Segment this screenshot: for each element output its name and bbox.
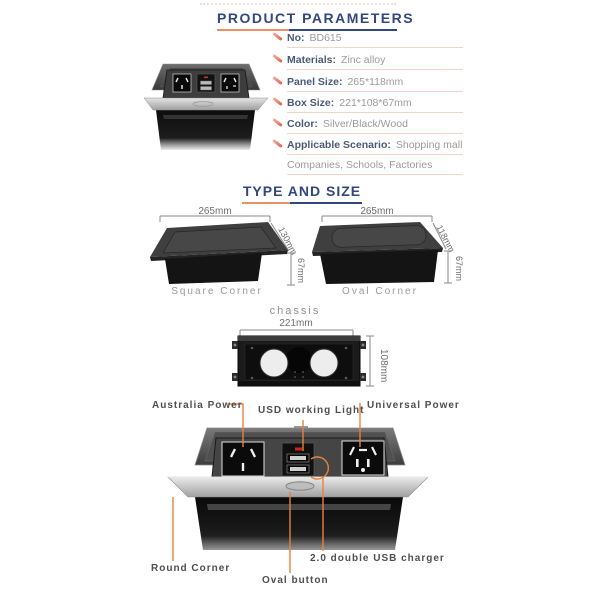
param-label: Materials: <box>287 54 337 66</box>
box-ridge <box>207 504 391 510</box>
chassis-hole-left <box>259 348 289 378</box>
square-height-dim: 67mm <box>296 258 306 283</box>
oval-button-icon <box>192 101 214 107</box>
oval-height-dim: 67mm <box>454 256 464 281</box>
param-row-scenario-cont: Companies, Schools, Factories <box>287 159 463 175</box>
oval-lid-seam <box>331 225 427 248</box>
pen-mark-icon <box>272 96 283 107</box>
chassis-height-dim: 108mm <box>378 349 389 382</box>
oval-button <box>285 481 315 491</box>
callout-circle-usb <box>310 456 330 480</box>
center-hump <box>286 347 312 373</box>
chassis-diagram: chassis 221mm 108mm <box>232 305 389 387</box>
width-dim-bracket <box>239 329 354 336</box>
right-socket-icon <box>220 73 240 93</box>
row-underline <box>287 47 463 48</box>
oval-corner-diagram: 265mm 118mm 67mm Oval Corner <box>312 206 464 297</box>
callout-lines <box>172 403 361 573</box>
depth-dim-line <box>270 222 290 252</box>
oval-corner-caption: Oval Corner <box>342 286 418 297</box>
param-row-box-size: Box Size: 221*108*67mm <box>272 96 463 113</box>
param-value: Silver/Black/Wood <box>322 118 408 130</box>
height-dim-bracket <box>366 335 374 387</box>
product-photo-small <box>143 63 269 150</box>
label-oval-button: Oval button <box>262 575 329 586</box>
param-value: 265*118mm <box>347 76 404 88</box>
width-dim-bracket <box>159 215 271 222</box>
callout-line-australia-power <box>228 403 244 447</box>
row-underline <box>287 133 463 134</box>
param-row-color: Color: Silver/Black/Wood <box>272 117 463 134</box>
oval-width-dim: 265mm <box>360 206 393 217</box>
row-underline <box>287 69 463 70</box>
param-label: Color: <box>287 118 318 130</box>
row-underline <box>287 174 463 175</box>
row-underline <box>287 91 463 92</box>
label-universal-power: Universal Power <box>367 400 460 411</box>
section-title-type-size: TYPE AND SIZE <box>242 183 362 204</box>
height-dim-bracket <box>287 252 295 286</box>
param-value: Companies, Schools, Factories <box>287 159 433 171</box>
label-australia-power: Australia Power <box>152 400 243 411</box>
param-value: BD615 <box>309 32 342 44</box>
pen-mark-icon <box>272 138 283 149</box>
section-title-parameters: PRODUCT PARAMETERS <box>217 10 413 31</box>
title-underline <box>217 29 397 31</box>
label-round-corner: Round Corner <box>151 563 231 574</box>
param-row-materials: Materials: Zinc alloy <box>272 53 463 70</box>
height-dim-bracket <box>444 250 452 284</box>
square-corner-caption: Square Corner <box>171 286 263 297</box>
oval-under-box <box>320 250 438 284</box>
param-value: Shopping mall <box>395 139 463 151</box>
pen-mark-icon <box>272 31 283 42</box>
chassis-width-dim: 221mm <box>279 318 312 329</box>
param-label: No: <box>287 32 305 44</box>
type-size-title-text: TYPE AND SIZE <box>242 183 362 199</box>
parameters-title-text: PRODUCT PARAMETERS <box>217 10 415 26</box>
param-label: Panel Size: <box>287 76 343 88</box>
row-underline <box>287 154 463 155</box>
square-corner-diagram: 265mm 130mm 67mm Square Corner <box>150 206 306 297</box>
pen-mark-icon <box>272 75 283 86</box>
square-width-dim: 265mm <box>198 206 231 217</box>
param-label: Box Size: <box>287 97 335 109</box>
param-label: Applicable Scenario: <box>287 139 391 151</box>
pen-mark-icon <box>272 53 283 64</box>
top-divider <box>200 3 396 5</box>
title-underline <box>242 202 362 204</box>
square-under-box <box>165 253 262 284</box>
label-usd-working-light: USD working Light <box>258 405 365 416</box>
product-photo-large <box>167 426 429 564</box>
param-row-panel-size: Panel Size: 265*118mm <box>272 75 463 92</box>
label-usb-charger: 2.0 double USB charger <box>310 553 445 564</box>
table-panel <box>143 97 269 111</box>
reflection-fade <box>185 536 415 564</box>
chassis-hole-right <box>309 348 339 378</box>
param-value: 221*108*67mm <box>339 97 412 109</box>
left-socket-icon <box>172 73 192 93</box>
working-light-led <box>295 447 302 451</box>
square-lid-seam <box>162 226 277 254</box>
param-value: Zinc alloy <box>341 54 386 66</box>
param-row-no: No: BD615 <box>272 31 463 48</box>
row-underline <box>287 112 463 113</box>
pen-mark-icon <box>272 117 283 128</box>
chassis-caption: chassis <box>270 305 321 317</box>
depth-dim-line <box>432 222 447 250</box>
width-dim-bracket <box>321 215 433 222</box>
under-box <box>156 110 255 150</box>
param-row-scenario: Applicable Scenario: Shopping mall <box>272 138 463 155</box>
